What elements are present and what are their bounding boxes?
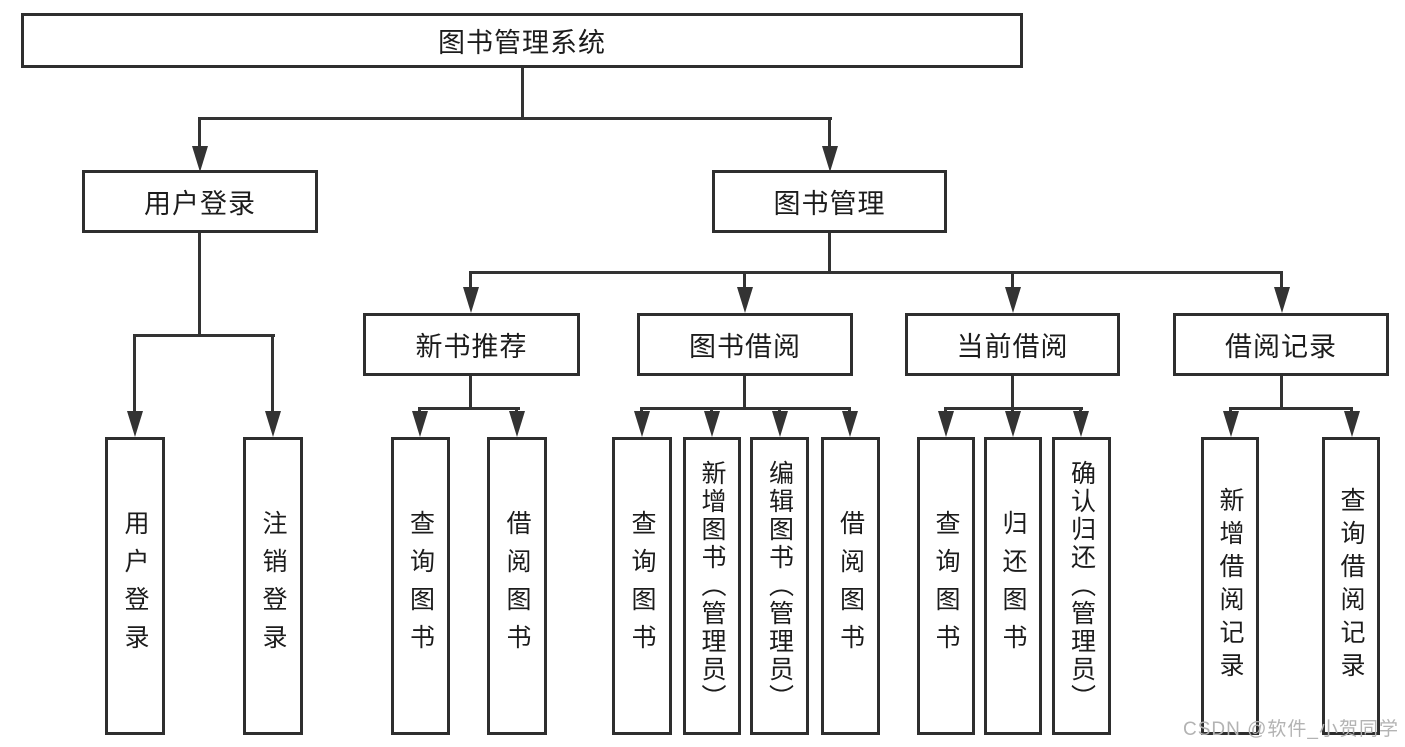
arrowhead-icon xyxy=(772,411,788,437)
arrowhead-icon xyxy=(127,411,143,437)
arrowhead-icon xyxy=(737,287,753,313)
node-root-label: 图书管理系统 xyxy=(438,28,606,58)
leaf-add-books-admin: 新增图书（管理员） xyxy=(683,437,741,735)
leaf-confirm-return-admin: 确认归还（管理员） xyxy=(1052,437,1111,735)
leaf-edit-books-admin-label: 编辑图书（管理员） xyxy=(765,460,794,712)
arrowhead-icon xyxy=(1005,411,1021,437)
edge-g1-stem xyxy=(198,233,201,337)
node-current-borrowing-label: 当前借阅 xyxy=(956,332,1069,362)
edge-root-stem xyxy=(521,68,524,118)
leaf-borrow-books-1: 借阅图书 xyxy=(487,437,547,735)
leaf-borrow-books-2-label: 借阅图书 xyxy=(836,510,865,662)
edge-g3-rail xyxy=(640,407,851,410)
edge-l3-drop xyxy=(1011,271,1014,291)
leaf-add-books-admin-label: 新增图书（管理员） xyxy=(698,460,726,712)
leaf-user-login-label: 用户登录 xyxy=(121,510,149,662)
leaf-query-books-1-label: 查询图书 xyxy=(406,510,435,662)
leaf-logout-label: 注销登录 xyxy=(259,510,287,662)
edge-g2-rail xyxy=(418,407,520,410)
leaf-logout: 注销登录 xyxy=(243,437,303,735)
node-current-borrowing: 当前借阅 xyxy=(905,313,1120,376)
arrowhead-icon xyxy=(1223,411,1239,437)
node-new-book-recommend: 新书推荐 xyxy=(363,313,580,376)
leaf-query-books-2: 查询图书 xyxy=(612,437,672,735)
edge-g1-rail xyxy=(133,334,275,337)
leaf-edit-books-admin: 编辑图书（管理员） xyxy=(750,437,809,735)
node-user-login-label: 用户登录 xyxy=(144,189,256,219)
edge-g1-drop xyxy=(133,334,136,415)
edge-g3-stem xyxy=(743,376,746,410)
leaf-user-login: 用户登录 xyxy=(105,437,165,735)
edge-g5-rail xyxy=(1229,407,1353,410)
arrowhead-icon xyxy=(463,287,479,313)
arrowhead-icon xyxy=(842,411,858,437)
arrowhead-icon xyxy=(265,411,281,437)
leaf-add-borrow-record: 新增借阅记录 xyxy=(1201,437,1259,735)
edge-l2-drop xyxy=(828,117,831,149)
arrowhead-icon xyxy=(704,411,720,437)
edge-l2-drop xyxy=(198,117,201,149)
arrowhead-icon xyxy=(1073,411,1089,437)
edge-l3-rail xyxy=(469,271,1283,274)
leaf-return-books: 归还图书 xyxy=(984,437,1042,735)
leaf-query-books-3-label: 查询图书 xyxy=(932,510,960,662)
leaf-borrow-books-1-label: 借阅图书 xyxy=(503,510,531,662)
node-book-management: 图书管理 xyxy=(712,170,947,233)
edge-l3-stem xyxy=(828,233,831,274)
arrowhead-icon xyxy=(1005,287,1021,313)
edge-g5-stem xyxy=(1280,376,1283,410)
node-root: 图书管理系统 xyxy=(21,13,1023,68)
node-user-login: 用户登录 xyxy=(82,170,318,233)
leaf-query-books-1: 查询图书 xyxy=(391,437,450,735)
leaf-add-borrow-record-label: 新增借阅记录 xyxy=(1216,487,1244,685)
csdn-watermark: CSDN @软件_小贺同学 xyxy=(1183,719,1399,740)
leaf-return-books-label: 归还图书 xyxy=(999,510,1027,662)
edge-g2-stem xyxy=(469,376,472,410)
leaf-query-borrow-record: 查询借阅记录 xyxy=(1322,437,1380,735)
arrowhead-icon xyxy=(1274,287,1290,313)
leaf-query-books-3: 查询图书 xyxy=(917,437,975,735)
arrowhead-icon xyxy=(938,411,954,437)
arrowhead-icon xyxy=(509,411,525,437)
arrowhead-icon xyxy=(192,146,208,172)
node-borrowing-records-label: 借阅记录 xyxy=(1225,332,1337,362)
edge-l3-drop xyxy=(1280,271,1283,291)
arrowhead-icon xyxy=(412,411,428,437)
node-new-book-recommend-label: 新书推荐 xyxy=(415,332,528,362)
arrowhead-icon xyxy=(1344,411,1360,437)
leaf-borrow-books-2: 借阅图书 xyxy=(821,437,880,735)
leaf-query-books-2-label: 查询图书 xyxy=(628,510,656,662)
edge-l3-drop xyxy=(469,271,472,291)
edge-g4-stem xyxy=(1011,376,1014,410)
arrowhead-icon xyxy=(634,411,650,437)
leaf-query-borrow-record-label: 查询借阅记录 xyxy=(1337,487,1365,685)
edge-l2-rail xyxy=(199,117,832,120)
node-book-borrowing: 图书借阅 xyxy=(637,313,853,376)
node-book-borrowing-label: 图书借阅 xyxy=(689,332,801,362)
node-book-management-label: 图书管理 xyxy=(773,189,886,219)
node-borrowing-records: 借阅记录 xyxy=(1173,313,1389,376)
arrowhead-icon xyxy=(822,146,838,172)
edge-g1-drop xyxy=(271,334,274,415)
edge-l3-drop xyxy=(743,271,746,291)
leaf-confirm-return-admin-label: 确认归还（管理员） xyxy=(1067,460,1096,712)
